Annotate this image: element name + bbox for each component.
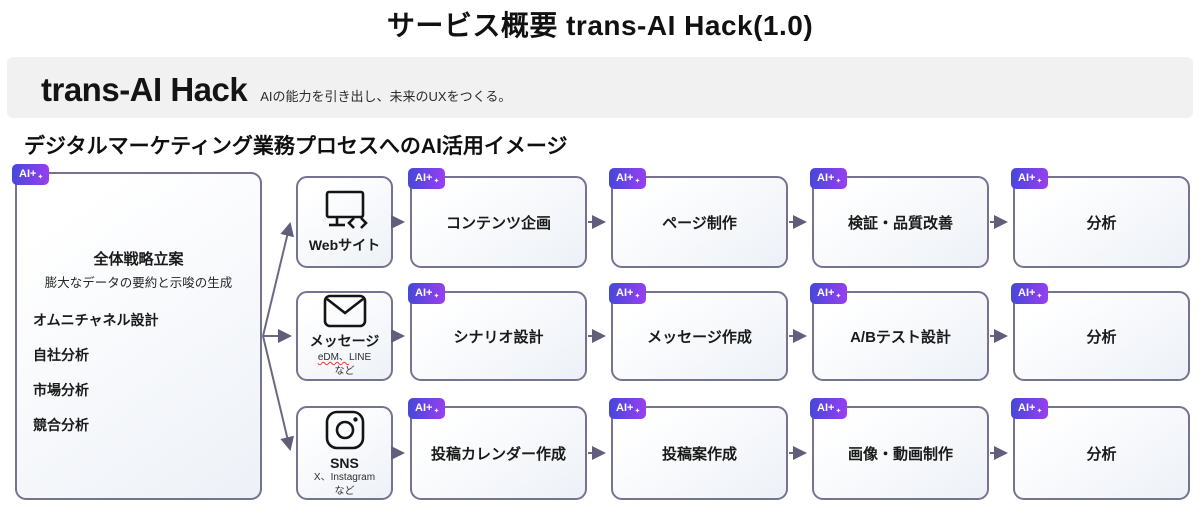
sparkle-icon: ✦ (634, 178, 641, 185)
ai-badge-label: AI+ (415, 172, 433, 184)
channel-sub: X、Instagram (313, 472, 376, 483)
ai-badge-label: AI+ (415, 287, 433, 299)
ai-badge-label: AI+ (817, 402, 835, 414)
ai-plus-badge: AI+✦ (1011, 283, 1049, 304)
process-box-r2c4: AI+✦ 分析 (1011, 283, 1190, 381)
process-box-r3c3: AI+✦ 画像・動画制作 (810, 398, 989, 500)
process-box-r1c2: AI+✦ ページ制作 (609, 168, 788, 268)
process-label: 分析 (1086, 328, 1117, 346)
ai-plus-badge: AI+✦ (1011, 168, 1049, 189)
strategy-box: AI+✦ 全体戦略立案 膨大なデータの要約と示唆の生成 オムニチャネル設計 自社… (12, 164, 262, 500)
ai-plus-badge: AI+✦ (609, 168, 647, 189)
process-box-r1c4: AI+✦ 分析 (1011, 168, 1190, 268)
channel-box-message: メッセージ eDM、LINE など (296, 291, 393, 381)
channel-sub2: など (334, 485, 355, 497)
sparkle-icon: ✦ (433, 178, 440, 185)
ai-badge-label: AI+ (415, 402, 433, 414)
sparkle-icon: ✦ (634, 293, 641, 300)
ai-plus-badge: AI+✦ (810, 398, 848, 419)
sparkle-icon: ✦ (835, 178, 842, 185)
ai-badge-label: AI+ (616, 402, 634, 414)
brand-band: trans-AI Hack AIの能力を引き出し、未来のUXをつくる。 (7, 57, 1193, 118)
strategy-content: 全体戦略立案 膨大なデータの要約と示唆の生成 オムニチャネル設計 自社分析 市場… (17, 174, 260, 435)
strategy-item: 自社分析 (33, 347, 89, 363)
strategy-subtitle: 膨大なデータの要約と示唆の生成 (44, 276, 233, 290)
ai-badge-label: AI+ (1018, 172, 1036, 184)
process-label: 分析 (1086, 445, 1117, 463)
process-label: シナリオ設計 (453, 328, 544, 346)
ai-badge-label: AI+ (817, 287, 835, 299)
ai-badge-label: AI+ (1018, 287, 1036, 299)
process-box-r1c3: AI+✦ 検証・品質改善 (810, 168, 989, 268)
channel-sub: eDM、LINE (318, 352, 371, 365)
ai-plus-badge: AI+✦ (609, 398, 647, 419)
process-box-r2c1: AI+✦ シナリオ設計 (408, 283, 587, 381)
process-box-r2c2: AI+✦ メッセージ作成 (609, 283, 788, 381)
sparkle-icon: ✦ (1036, 408, 1043, 415)
ai-plus-badge: AI+✦ (609, 283, 647, 304)
ai-badge-label: AI+ (817, 172, 835, 184)
process-box-r2c3: AI+✦ A/Bテスト設計 (810, 283, 989, 381)
channel-sub2: など (334, 365, 355, 377)
ai-plus-badge: AI+✦ (408, 168, 446, 189)
strategy-item: 競合分析 (33, 417, 89, 433)
strategy-items: オムニチャネル設計 自社分析 市場分析 競合分析 (17, 310, 260, 435)
process-label: 投稿案作成 (661, 445, 737, 463)
process-box-r3c4: AI+✦ 分析 (1011, 398, 1190, 500)
sparkle-icon: ✦ (1036, 293, 1043, 300)
ai-plus-badge: AI+✦ (810, 283, 848, 304)
channel-label: Webサイト (308, 236, 381, 253)
ai-badge-label: AI+ (19, 168, 37, 180)
channel-box-website: Webサイト (296, 176, 393, 268)
ai-plus-badge: AI+✦ (408, 398, 446, 419)
process-label: 投稿カレンダー作成 (430, 445, 566, 463)
brand-tagline: AIの能力を引き出し、未来のUXをつくる。 (260, 89, 512, 104)
strategy-item: 市場分析 (33, 382, 89, 398)
process-label: メッセージ作成 (647, 328, 752, 346)
sparkle-icon: ✦ (634, 408, 641, 415)
process-box-r1c1: AI+✦ コンテンツ企画 (408, 168, 587, 268)
brand-name: trans-AI Hack (41, 71, 248, 108)
channel-box-sns: SNS X、Instagram など (296, 406, 393, 500)
sparkle-icon: ✦ (835, 408, 842, 415)
ai-plus-badge: AI+✦ (1011, 398, 1049, 419)
process-label: 検証・品質改善 (847, 214, 953, 232)
process-label: 画像・動画制作 (847, 445, 953, 463)
channel-label: SNS (330, 455, 359, 471)
ai-badge-label: AI+ (616, 172, 634, 184)
channel-sub-rest: LINE (348, 352, 372, 363)
page-title: サービス概要 trans-AI Hack(1.0) (386, 10, 814, 41)
section-title: デジタルマーケティング業務プロセスへのAI活用イメージ (24, 135, 568, 158)
envelope-icon (322, 294, 368, 328)
camera-icon (323, 408, 367, 452)
channel-sub-marked: eDM、 (317, 352, 349, 363)
ai-plus-badge: AI+✦ (408, 283, 446, 304)
channel-label: メッセージ (309, 333, 380, 349)
process-label: A/Bテスト設計 (850, 328, 951, 346)
strategy-title: 全体戦略立案 (93, 251, 184, 268)
process-label: コンテンツ企画 (445, 214, 551, 232)
sparkle-icon: ✦ (433, 293, 440, 300)
ai-badge-label: AI+ (616, 287, 634, 299)
strategy-item: オムニチャネル設計 (33, 312, 159, 328)
ai-plus-badge: AI+✦ (810, 168, 848, 189)
process-box-r3c1: AI+✦ 投稿カレンダー作成 (408, 398, 587, 500)
sparkle-icon: ✦ (1036, 178, 1043, 185)
sparkle-icon: ✦ (433, 408, 440, 415)
monitor-code-icon (320, 190, 370, 232)
process-label: ページ制作 (662, 214, 737, 232)
process-label: 分析 (1086, 214, 1117, 232)
ai-badge-label: AI+ (1018, 402, 1036, 414)
sparkle-icon: ✦ (835, 293, 842, 300)
sparkle-icon: ✦ (37, 174, 44, 181)
process-box-r3c2: AI+✦ 投稿案作成 (609, 398, 788, 500)
ai-plus-badge: AI+✦ (12, 164, 50, 185)
